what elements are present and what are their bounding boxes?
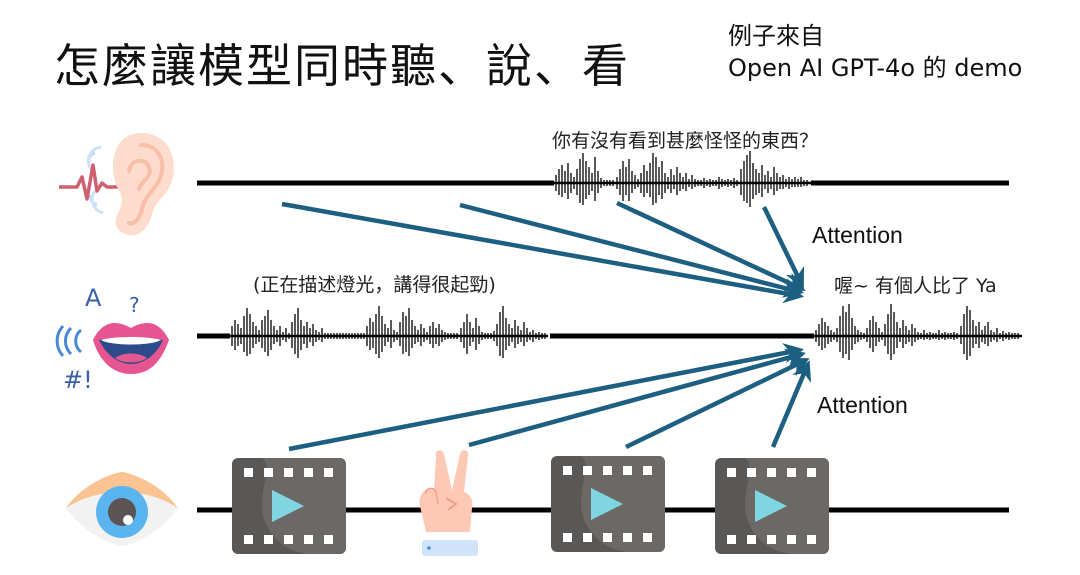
speak-speech-label: (正在描述燈光，講得很起勁) bbox=[253, 274, 496, 296]
attention-label-bottom: Attention bbox=[817, 392, 908, 418]
arrow-from-listen-4 bbox=[761, 206, 805, 289]
arrow-from-see-1 bbox=[288, 343, 804, 452]
response-waveform bbox=[814, 304, 1024, 360]
arrow-from-see-2 bbox=[468, 348, 806, 448]
source-note: 例子來自 Open AI GPT-4o 的 demo bbox=[728, 20, 1022, 84]
hash-glyph: #! bbox=[63, 366, 93, 394]
arrow-from-listen-3 bbox=[616, 200, 806, 292]
arrow-from-see-4 bbox=[770, 360, 812, 448]
arrow-from-listen-2 bbox=[459, 202, 804, 298]
ear-icon bbox=[59, 133, 174, 236]
attention-label-top: Attention bbox=[812, 222, 903, 248]
attention-arrows-bottom bbox=[288, 343, 812, 452]
mouth-icon: A ? #! bbox=[55, 284, 169, 394]
video-frame-icon bbox=[715, 458, 829, 554]
arrow-from-see-3 bbox=[625, 357, 810, 450]
response-speech-label: 喔~ 有個人比了 Ya bbox=[834, 275, 997, 297]
video-frame-icon bbox=[551, 456, 665, 552]
peace-hand-icon bbox=[419, 450, 478, 556]
eye-icon bbox=[66, 472, 178, 546]
video-frame-icon bbox=[232, 458, 346, 554]
speak-waveform bbox=[230, 306, 550, 358]
listen-waveform bbox=[554, 151, 811, 207]
question-glyph: ? bbox=[129, 293, 140, 317]
arrow-from-listen-1 bbox=[281, 201, 804, 304]
source-line-1: 例子來自 bbox=[728, 22, 824, 50]
listen-speech-label: 你有沒有看到甚麼怪怪的東西？ bbox=[552, 130, 819, 152]
letter-a-glyph: A bbox=[85, 284, 102, 312]
page-title: 怎麼讓模型同時聽、說、看 bbox=[54, 39, 630, 93]
attention-arrows-top bbox=[281, 200, 806, 304]
source-line-2: Open AI GPT-4o 的 demo bbox=[728, 54, 1023, 82]
